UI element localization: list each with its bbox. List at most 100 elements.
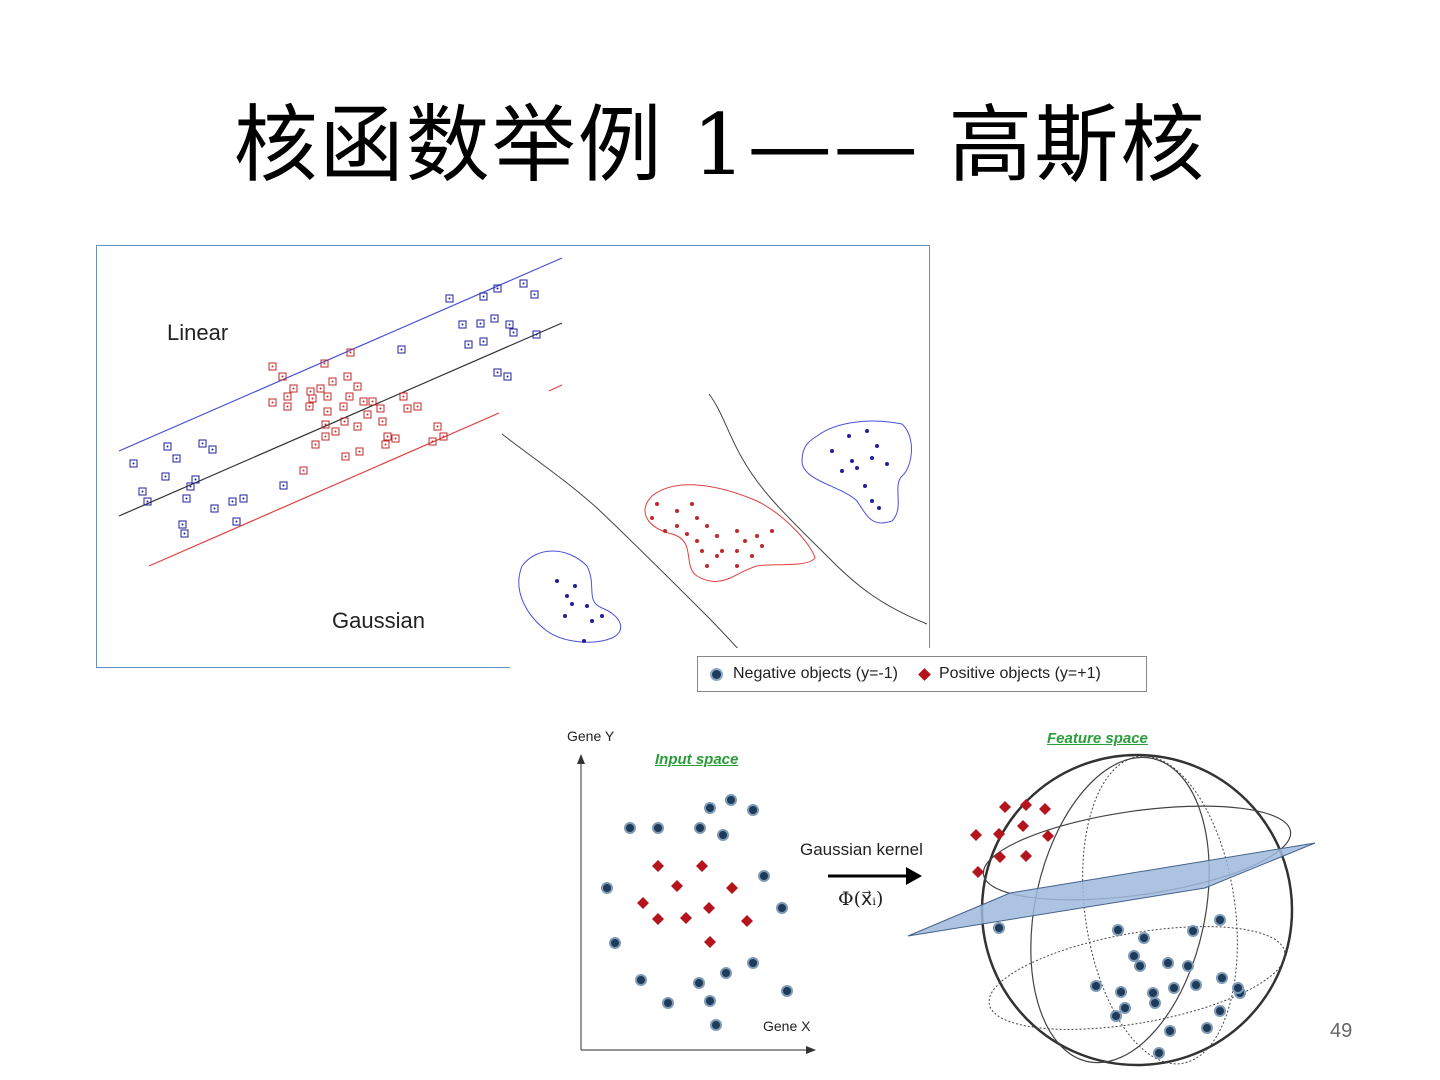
negative-object: [652, 822, 664, 834]
negative-sample: [476, 319, 485, 328]
negative-dot: [877, 506, 881, 510]
page-number: 49: [1330, 1020, 1353, 1042]
positive-sample-core: [371, 400, 374, 403]
positive-sample: [339, 402, 348, 411]
positive-sample: [359, 397, 368, 406]
positive-sample-core: [326, 395, 329, 398]
positive-sample: [323, 407, 332, 416]
negative-object: [1187, 925, 1199, 937]
negative-object: [1164, 1025, 1176, 1037]
negative-dot: [555, 579, 559, 583]
negative-object: [609, 937, 621, 949]
positive-dot: [663, 529, 667, 533]
negative-sample-core: [506, 375, 509, 378]
linear-upper-margin: [118, 257, 563, 452]
negative-sample-core: [132, 462, 135, 465]
negative-object: [717, 829, 729, 841]
positive-sample: [353, 422, 362, 431]
positive-sample: [343, 372, 352, 381]
positive-sample: [428, 437, 437, 446]
positive-object: [972, 866, 984, 878]
positive-sample-core: [319, 387, 322, 390]
negative-sample: [445, 294, 454, 303]
negative-sample: [239, 494, 248, 503]
positive-sample: [316, 384, 325, 393]
negative-sample: [198, 439, 207, 448]
positive-sample-core: [381, 420, 384, 423]
negative-sample-core: [146, 500, 149, 503]
negative-sample-core: [522, 282, 525, 285]
classification-plot: [118, 257, 928, 659]
positive-object: [703, 902, 715, 914]
negative-sample: [493, 368, 502, 377]
positive-sample: [341, 452, 350, 461]
positive-sample: [376, 404, 385, 413]
positive-sample: [323, 392, 332, 401]
positive-sample: [311, 440, 320, 449]
positive-sample-core: [442, 435, 445, 438]
negative-sample-core: [448, 297, 451, 300]
positive-sample-core: [346, 375, 349, 378]
negative-sample-core: [166, 445, 169, 448]
positive-sample-core: [342, 405, 345, 408]
negative-sample-core: [183, 532, 186, 535]
negative-object: [993, 922, 1005, 934]
negative-dot: [855, 466, 859, 470]
negative-sample: [530, 290, 539, 299]
positive-sample-core: [309, 390, 312, 393]
positive-sample-core: [362, 400, 365, 403]
positive-sample: [299, 466, 308, 475]
positive-object: [652, 860, 664, 872]
negative-object: [1149, 997, 1161, 1009]
positive-object: [994, 851, 1006, 863]
positive-sample: [433, 422, 442, 431]
negative-sample: [178, 520, 187, 529]
positive-sample: [353, 382, 362, 391]
positive-sample: [308, 394, 317, 403]
positive-dot: [675, 509, 679, 513]
input-feature-space-diagram: [577, 753, 1316, 1067]
negative-sample-core: [164, 475, 167, 478]
positive-dot: [735, 529, 739, 533]
negative-sample-core: [482, 295, 485, 298]
negative-sample: [129, 459, 138, 468]
negative-sample: [182, 494, 191, 503]
negative-object: [704, 802, 716, 814]
positive-sample-core: [436, 425, 439, 428]
negative-sample: [191, 475, 200, 484]
positive-object: [726, 882, 738, 894]
negative-object: [1110, 1010, 1122, 1022]
negative-sample-core: [461, 323, 464, 326]
positive-sample-core: [431, 440, 434, 443]
positive-dot: [715, 554, 719, 558]
positive-sample: [268, 362, 277, 371]
positive-sample: [399, 392, 408, 401]
positive-sample: [331, 427, 340, 436]
positive-sample-core: [343, 420, 346, 423]
positive-sample: [321, 432, 330, 441]
positive-sample: [368, 397, 377, 406]
positive-sample-core: [416, 405, 419, 408]
positive-dot: [715, 534, 719, 538]
positive-sample-core: [292, 387, 295, 390]
positive-dot: [770, 529, 774, 533]
positive-sample: [363, 410, 372, 419]
positive-dot: [675, 524, 679, 528]
negative-object: [1190, 979, 1202, 991]
gaussian-boundary-right: [708, 393, 928, 625]
negative-sample-core: [282, 484, 285, 487]
linear-lower-margin-tail: [548, 384, 563, 392]
positive-dot: [690, 502, 694, 506]
negative-object: [725, 794, 737, 806]
negative-dot: [847, 434, 851, 438]
positive-sample-core: [344, 455, 347, 458]
negative-object: [704, 995, 716, 1007]
positive-object: [999, 801, 1011, 813]
negative-sample: [180, 529, 189, 538]
negative-sample-core: [533, 293, 536, 296]
negative-sample: [532, 330, 541, 339]
negative-dot: [565, 594, 569, 598]
positive-object: [704, 936, 716, 948]
positive-object: [741, 915, 753, 927]
positive-sample: [268, 398, 277, 407]
